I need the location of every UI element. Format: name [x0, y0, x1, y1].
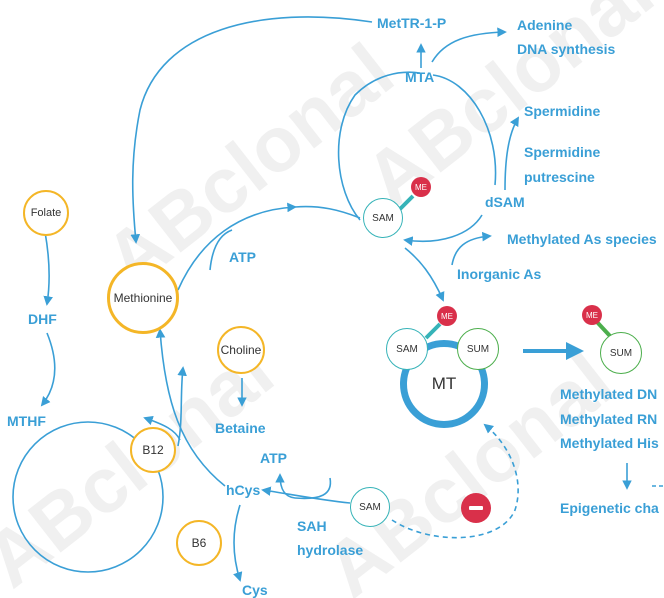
inhibition-icon	[461, 493, 491, 523]
arrow-methionine-sam	[177, 202, 297, 291]
label-methylated-as: Methylated As species	[507, 231, 657, 247]
label-putrescine: putrescine	[524, 169, 595, 185]
arrow-dsam-spermidine	[504, 116, 519, 191]
choline-node: Choline	[217, 326, 265, 374]
arrow-hcys-cys	[233, 504, 243, 582]
label-mthf: MTHF	[7, 413, 46, 429]
label-cys: Cys	[242, 582, 268, 598]
label-hydrolase: hydrolase	[297, 542, 364, 558]
arrow-mettr-methionine	[130, 16, 373, 244]
methyl-group-right: ME	[582, 305, 602, 325]
b12-node: B12	[130, 427, 176, 473]
arrow-b12-methionine	[177, 366, 187, 447]
label-atp-top: ATP	[229, 249, 256, 265]
sam-node-mt: SAM	[386, 328, 428, 370]
sum-node-mt: SUM	[457, 328, 499, 370]
label-dsam: dSAM	[485, 194, 525, 210]
methionine-node: Methionine	[107, 262, 179, 334]
folate-node: Folate	[23, 190, 69, 236]
arrow-folate-dhf	[43, 231, 53, 306]
arrow-sam-mt-dashed	[391, 423, 519, 539]
label-methylated-rna: Methylated RN	[560, 411, 658, 427]
label-sah: SAH	[297, 518, 327, 534]
methyl-group-mt: ME	[437, 306, 457, 326]
sam-node-top: SAM	[363, 198, 403, 238]
me-connector-mt	[424, 322, 442, 340]
arrow-sam-mt	[404, 247, 445, 302]
arrow-mt-sum-head	[566, 342, 584, 360]
sum-node-right: SUM	[600, 332, 642, 374]
me-connector-right	[595, 320, 612, 338]
label-methylated-his: Methylated His	[560, 435, 659, 451]
label-methylated-dna: Methylated DN	[560, 386, 658, 402]
methyl-group-top: ME	[411, 177, 431, 197]
arrow-atp-top	[209, 229, 233, 271]
label-dna-synthesis: DNA synthesis	[517, 41, 616, 57]
arrow-sam-hcys	[261, 486, 351, 504]
label-adenine: Adenine	[517, 17, 573, 33]
label-inorganic-as: Inorganic As	[457, 266, 542, 282]
label-spermidine: Spermidine	[524, 103, 601, 119]
label-atp-bottom: ATP	[260, 450, 287, 466]
label-mta: MTA	[405, 69, 435, 85]
label-spermidine-2: Spermidine	[524, 144, 601, 160]
label-dhf: DHF	[28, 311, 57, 327]
b6-node: B6	[176, 520, 222, 566]
arrow-atp-bottom	[275, 473, 332, 500]
arrow-dsam-sam	[403, 214, 483, 246]
arrow-mta-adenine	[431, 27, 507, 63]
folate-cycle	[12, 421, 164, 573]
label-epigenetic: Epigenetic cha	[560, 500, 659, 516]
mta-cycle	[337, 71, 421, 221]
label-betaine: Betaine	[215, 420, 266, 436]
sam-node-bottom: SAM	[350, 487, 390, 527]
label-hcys: hCys	[226, 482, 261, 498]
label-mettr: MetTR-1-P	[377, 15, 447, 31]
arrow-mta-dsam	[432, 74, 497, 186]
arrow-hcys-methionine	[155, 328, 226, 487]
arrow-inorganic-methylated	[451, 231, 492, 266]
arrow-dhf-mthf	[40, 332, 56, 407]
arrow-sam-connector	[294, 205, 361, 219]
